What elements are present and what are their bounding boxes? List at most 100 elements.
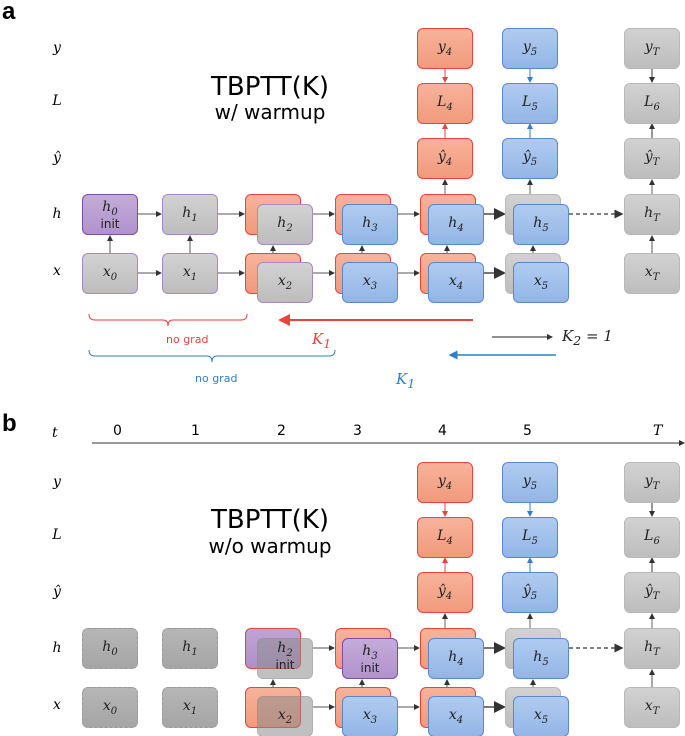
panel_b-node-xT: xT: [624, 687, 680, 728]
panel_a-node-xT-label: xT: [644, 264, 660, 283]
panel_b-node-h3-init-label: init: [360, 660, 380, 675]
panel_b-node-L5-subscript: 5: [531, 535, 538, 547]
panel_b-node-y4-label: y4: [437, 473, 453, 492]
panel_b-node-yhT-subscript: T: [652, 590, 660, 602]
time-tick-0: 0: [113, 423, 122, 439]
panel_a-node-L6-label: L6: [644, 94, 660, 113]
panel_b-node-x1: x1: [162, 687, 218, 728]
k1-red-k: K: [312, 330, 324, 348]
panel_a-node-x1-label: x1: [182, 264, 198, 283]
panel-a-title: TBPTT(K): [210, 72, 330, 102]
panel_a-node-L4: L4: [417, 83, 473, 124]
k1-blue-label: K1: [396, 370, 415, 391]
panel_b-node-x0-subscript: 0: [110, 705, 118, 717]
panel_a-node-yh4: ŷ4: [417, 138, 473, 179]
panel_a-node-h4: h4: [428, 204, 484, 245]
panel_b-node-x3: x3: [342, 696, 398, 736]
time-tick-1: 1: [191, 423, 200, 439]
panel_b-node-h1: h1: [162, 628, 218, 669]
panel-b-title: TBPTT(K): [210, 505, 330, 535]
k1-red-sub: 1: [323, 336, 332, 351]
panel-b-letter: b: [2, 410, 17, 437]
panel_a-node-yh5-subscript: 5: [530, 156, 538, 168]
panel_a-node-h4-label: h4: [448, 215, 464, 234]
panel_a-node-h1: h1: [162, 194, 218, 235]
no-grad-blue-brace: [88, 349, 336, 363]
panel_a-node-yhT-label: ŷT: [644, 149, 660, 168]
panel-a-letter: a: [2, 0, 16, 25]
panel_a-node-x0-label: x0: [102, 264, 118, 283]
panel_a-node-x0-subscript: 0: [110, 271, 118, 283]
panel_b-node-x2-ghost: x2: [257, 696, 313, 736]
row-label-l: L: [52, 527, 62, 543]
panel_a-node-hT-label: hT: [644, 205, 660, 224]
panel_b-node-x5-label: x5: [533, 707, 549, 726]
panel_a-node-yh5: ŷ5: [502, 138, 558, 179]
row-label-x: x: [53, 697, 61, 713]
panel_a-node-hT-subscript: T: [653, 212, 660, 224]
panel_a-node-h5: h5: [513, 204, 569, 245]
panel_a-node-yT: yT: [624, 28, 680, 69]
panel_b-node-y4: y4: [417, 462, 473, 503]
panel_a-node-x0: x0: [82, 253, 138, 294]
row-label-h: h: [52, 640, 62, 656]
panel_a-node-x1-subscript: 1: [190, 271, 198, 283]
panel_a-node-L6: L6: [624, 83, 680, 124]
panel_b-node-x3-subscript: 3: [370, 714, 378, 726]
panel_a-node-yh4-subscript: 4: [445, 156, 453, 168]
panel_a-node-h3-label: h3: [362, 215, 378, 234]
panel_b-node-h2-back-subscript: 2: [286, 647, 293, 659]
panel_a-node-h4-subscript: 4: [457, 222, 464, 234]
panel_a-node-x2-label: x2: [277, 273, 293, 292]
panel_b-node-h1-subscript: 1: [191, 646, 198, 658]
panel_a-node-y5: y5: [502, 28, 558, 69]
panel_b-node-x5-subscript: 5: [541, 714, 549, 726]
panel_b-node-x1-subscript: 1: [190, 705, 198, 717]
panel_b-node-L6-label: L6: [644, 528, 660, 547]
panel_a-node-L5: L5: [502, 83, 558, 124]
panel_a-node-yhT: ŷT: [624, 138, 680, 179]
panel_b-node-h5-label: h5: [533, 649, 549, 668]
no-grad-red-label: no grad: [166, 333, 209, 346]
row-label-y: y: [53, 40, 61, 56]
time-tick-5: 5: [523, 423, 532, 439]
panel_b-node-x5: x5: [513, 696, 569, 736]
panel_a-node-x4-label: x4: [448, 273, 464, 292]
k2-label: K2 = 1: [562, 327, 613, 348]
panel_b-node-x1-label: x1: [182, 698, 198, 717]
panel_a-node-L5-subscript: 5: [531, 101, 538, 113]
panel_a-node-h2-subscript: 2: [286, 222, 293, 234]
panel_b-node-x4: x4: [428, 696, 484, 736]
panel_a-node-yh5-label: ŷ5: [522, 149, 538, 168]
panel_a-node-x4: x4: [428, 262, 484, 303]
panel_a-node-h5-subscript: 5: [542, 222, 549, 234]
panel_b-node-h4: h4: [428, 638, 484, 679]
panel_a-node-h1-subscript: 1: [191, 212, 198, 224]
panel_a-node-h0-label: h0: [102, 199, 118, 218]
panel_b-node-xT-label: xT: [644, 698, 660, 717]
panel_b-node-y5-label: y5: [522, 473, 538, 492]
panel_a-node-L6-subscript: 6: [653, 101, 660, 113]
panel_b-node-hT: hT: [624, 628, 680, 669]
panel_a-node-x1: x1: [162, 253, 218, 294]
panel_b-node-x4-subscript: 4: [456, 714, 464, 726]
panel_b-node-L6: L6: [624, 517, 680, 558]
panel_b-node-hT-subscript: T: [653, 646, 660, 658]
panel_b-node-yT-subscript: T: [652, 480, 660, 492]
panel_b-node-y5: y5: [502, 462, 558, 503]
time-tick-3: 3: [353, 423, 362, 439]
panel_a-node-x2-subscript: 2: [285, 280, 293, 292]
time-tick-4: 4: [438, 423, 447, 439]
panel_a-node-x3-label: x3: [362, 273, 378, 292]
panel_b-node-h3-subscript: 3: [371, 650, 378, 662]
panel_a-node-xT: xT: [624, 253, 680, 294]
panel_a-node-x5-label: x5: [533, 273, 549, 292]
no-grad-blue-label: no grad: [195, 372, 238, 385]
panel_b-node-yh5-subscript: 5: [530, 590, 538, 602]
panel_a-node-x2: x2: [257, 262, 313, 303]
panel_b-node-L4: L4: [417, 517, 473, 558]
panel_b-node-yhT-label: ŷT: [644, 583, 660, 602]
